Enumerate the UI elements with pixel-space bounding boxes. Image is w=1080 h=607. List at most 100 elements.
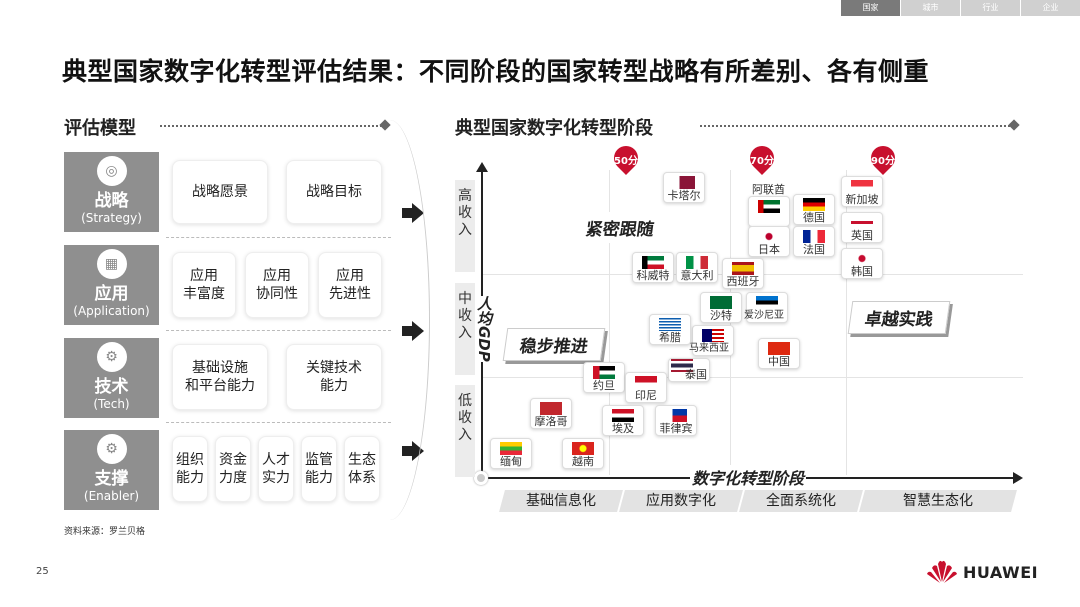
diamond-icon	[1008, 119, 1020, 131]
country-card: 缅甸	[490, 438, 532, 469]
flag-icon	[851, 216, 873, 229]
stage-text: 应用数字化	[646, 493, 716, 509]
chip-icon: ⚙	[96, 342, 127, 372]
gridline	[483, 377, 1023, 378]
country-card: 摩洛哥	[530, 398, 572, 429]
country-name: 爱沙尼亚	[744, 310, 784, 321]
country-card: 卡塔尔	[663, 172, 705, 203]
divider	[160, 125, 382, 127]
top-nav: 国家 城市 行业 企业	[840, 0, 1080, 16]
country-name: 越南	[572, 455, 594, 468]
country-card: 韩国	[841, 248, 883, 279]
flag-icon	[686, 256, 708, 269]
item-box: 基础设施 和平台能力	[172, 344, 268, 410]
flag-icon	[851, 252, 873, 265]
tag-close-follow: 紧密跟随	[569, 212, 671, 243]
flag-icon	[500, 442, 522, 455]
bracket-curve	[350, 120, 430, 520]
category-en: (Enabler)	[83, 489, 140, 503]
country-name: 德国	[803, 211, 825, 224]
category-name: 应用	[94, 284, 129, 304]
flag-icon	[665, 409, 687, 422]
pin-label: 90分	[871, 156, 895, 167]
x-arrow-icon	[1013, 472, 1023, 484]
country-name: 法国	[803, 243, 825, 256]
country-name: 韩国	[851, 265, 873, 278]
divider	[700, 125, 1010, 127]
country-card: 菲律宾	[655, 405, 697, 436]
flag-icon	[671, 359, 693, 372]
country-card: 约旦	[583, 362, 625, 393]
category-application: ▦应用(Application)	[64, 245, 159, 325]
country-name: 缅甸	[500, 455, 522, 468]
flag-icon	[702, 329, 724, 342]
country-card: 沙特	[700, 292, 742, 323]
item-box: 应用 丰富度	[172, 252, 236, 318]
country-card: 埃及	[602, 405, 644, 436]
country-name: 科威特	[636, 269, 670, 282]
right-heading: 典型国家数字化转型阶段	[455, 118, 653, 139]
category-name: 支撑	[94, 469, 129, 489]
flag-icon	[851, 180, 873, 193]
y-axis-label: 人均GDP	[474, 296, 495, 362]
source-note: 资料来源：罗兰贝格	[64, 527, 146, 537]
gears-icon: ⚙	[96, 434, 127, 464]
country-card: 马来西亚	[689, 325, 734, 356]
flag-icon	[803, 230, 825, 243]
flag-icon	[803, 198, 825, 211]
page-title: 典型国家数字化转型评估结果：不同阶段的国家转型战略有所差别、各有侧重	[62, 57, 930, 86]
category-name: 战略	[94, 191, 129, 211]
category-en: (Application)	[73, 304, 150, 318]
flag-icon	[710, 296, 732, 309]
income-high: 高 收 入	[455, 180, 475, 272]
flag-icon	[768, 342, 790, 355]
country-name: 新加坡	[845, 193, 879, 206]
country-card: 科威特	[632, 252, 674, 283]
flag-icon	[758, 230, 780, 243]
country-name: 希腊	[659, 331, 681, 344]
country-name: 马来西亚	[689, 343, 729, 354]
huawei-logo-icon	[926, 558, 958, 584]
country-name: 西班牙	[726, 275, 760, 288]
tab-country[interactable]: 国家	[840, 0, 900, 16]
country-name: 约旦	[593, 379, 615, 392]
tab-industry[interactable]: 行业	[960, 0, 1020, 16]
income-low: 低 收 入	[455, 385, 475, 477]
category-en: (Tech)	[93, 397, 130, 411]
origin-dot	[474, 471, 488, 485]
country-card	[748, 196, 790, 227]
stage-label: 基础信息化	[499, 490, 623, 512]
tag-steady-progress: 稳步推进	[502, 328, 606, 361]
country-card: 越南	[562, 438, 604, 469]
country-card: 中国	[758, 338, 800, 369]
item-box: 应用 协同性	[245, 252, 309, 318]
country-name: 摩洛哥	[534, 415, 568, 428]
country-card: 西班牙	[722, 258, 764, 289]
brand-name: HUAWEI	[963, 563, 1039, 582]
flag-icon	[572, 442, 594, 455]
item-box: 监管 能力	[301, 436, 337, 502]
country-card: 德国	[793, 194, 835, 225]
flag-icon	[756, 296, 778, 309]
country-card: 英国	[841, 212, 883, 243]
country-card: 新加坡	[841, 176, 883, 207]
page-number: 25	[36, 566, 49, 577]
country-card: 法国	[793, 226, 835, 257]
category-name: 技术	[94, 377, 129, 397]
flag-icon	[673, 176, 695, 189]
tab-city[interactable]: 城市	[900, 0, 960, 16]
flag-icon	[659, 318, 681, 331]
country-name: 埃及	[612, 422, 634, 435]
stage-label: 应用数字化	[619, 490, 743, 512]
tab-enterprise[interactable]: 企业	[1020, 0, 1080, 16]
country-card: 印尼	[625, 372, 667, 403]
gridline	[846, 170, 847, 475]
stage-text: 智慧生态化	[903, 493, 973, 509]
country-label: 阿联酋	[752, 183, 785, 196]
country-name: 意大利	[680, 269, 714, 282]
category-strategy: ◎战略(Strategy)	[64, 152, 159, 232]
divider	[166, 422, 391, 423]
category-enabler: ⚙ 支撑(Enabler)	[64, 430, 159, 510]
country-name: 印尼	[635, 389, 657, 402]
x-axis-label: 数字化转型阶段	[690, 465, 807, 489]
